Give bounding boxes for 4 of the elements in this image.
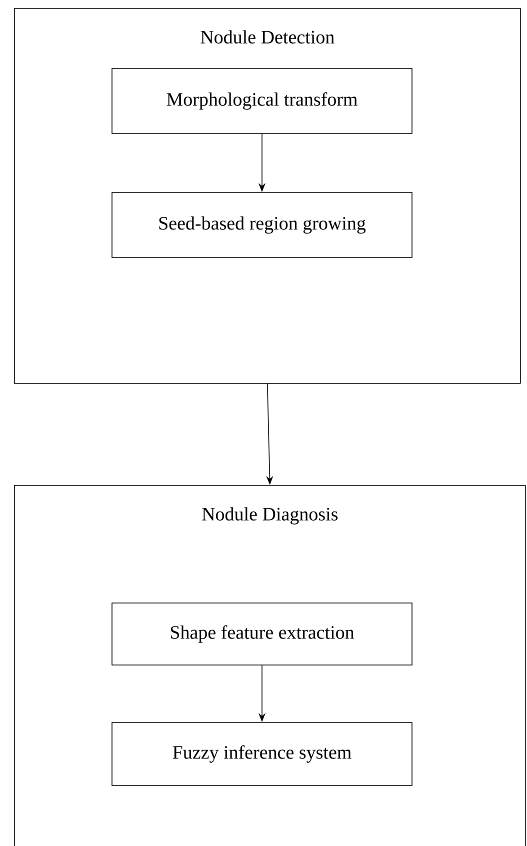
process-box: Seed-based region growing — [112, 192, 412, 258]
process-box: Morphological transform — [112, 68, 412, 134]
process-box: Shape feature extraction — [112, 602, 412, 666]
process-box: Fuzzy inference system — [112, 722, 412, 786]
